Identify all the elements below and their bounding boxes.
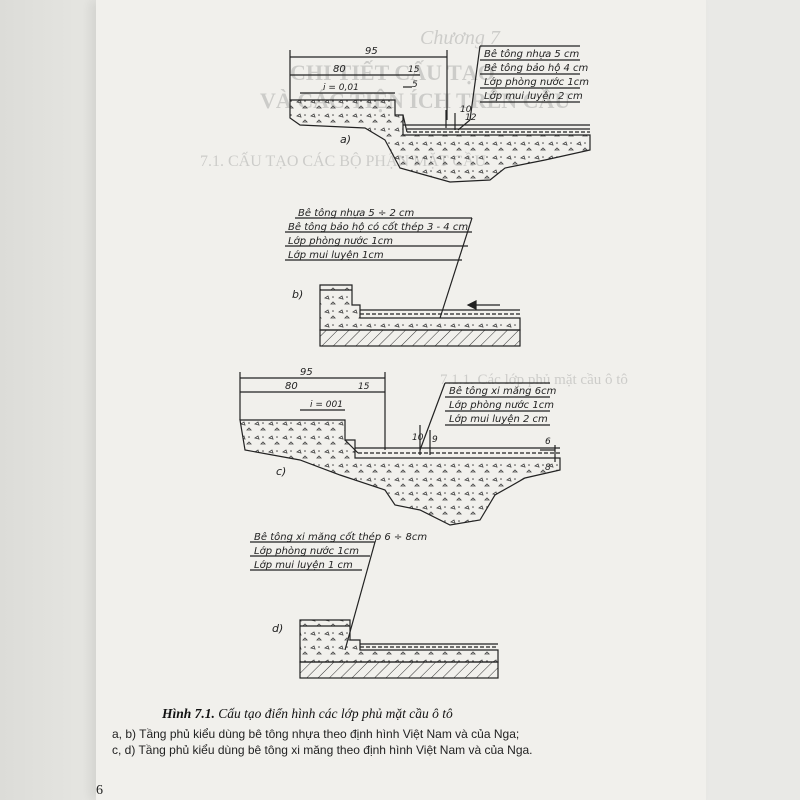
fig-c-dim-h2: 9 [432, 435, 438, 445]
figure-c [239, 372, 561, 526]
figure-a [289, 45, 591, 183]
caption-line-1: a, b) Tầng phủ kiểu dùng bê tông nhựa th… [112, 727, 520, 741]
fig-c-layer-3: Lớp mui luyện 2 cm [449, 413, 548, 425]
fig-a-slope: i = 0,01 [323, 83, 359, 93]
ghost-chapter: Chương 7 [420, 27, 501, 49]
caption-line-2: c, d) Tầng phủ kiểu dùng bê tông xi măng… [112, 743, 533, 757]
fig-c-dim-h1: 10 [412, 433, 424, 443]
fig-c-dim-gap: 15 [358, 382, 370, 392]
figure-a-labels: 95 80 i = 0,01 15 5 10 12 a) Bê tông nhự… [323, 46, 589, 146]
fig-a-layer-2: Bê tông bảo hộ 4 cm [484, 62, 589, 74]
figure-b-labels: Bê tông nhựa 5 ÷ 2 cm Bê tông bảo hộ có … [288, 207, 468, 301]
fig-a-dim-inner: 80 [333, 64, 346, 75]
page-number: 6 [96, 783, 103, 798]
caption-title-text: Cấu tạo điển hình các lớp phủ mặt cầu ô … [218, 706, 453, 721]
fig-b-layer-2: Bê tông bảo hộ có cốt thép 3 - 4 cm [288, 220, 468, 233]
ghost-section-2: 7.1.1. Các lớp phủ mặt cầu ô tô [440, 372, 628, 388]
fig-a-label: a) [340, 133, 351, 146]
fig-a-dim-h1: 10 [460, 105, 472, 115]
fig-b-layer-1: Bê tông nhựa 5 ÷ 2 cm [298, 207, 415, 219]
fig-a-layer-3: Lớp phòng nước 1cm [484, 76, 589, 88]
fig-c-dim-inner: 80 [285, 381, 298, 392]
fig-a-dim-gap: 15 [408, 65, 420, 75]
fig-a-dim-step: 5 [412, 80, 418, 90]
fig-c-dim-h4: 8 [545, 463, 551, 473]
figure-c-labels: 95 80 i = 001 15 10 9 6 8 c) Bê tông xi … [276, 367, 557, 478]
fig-c-label: c) [276, 465, 286, 478]
fig-c-dim-total: 95 [300, 367, 313, 378]
caption-number: Hình 7.1. [162, 706, 215, 721]
fig-b-layer-3: Lớp phòng nước 1cm [288, 235, 393, 247]
fig-d-layer-3: Lớp mui luyện 1 cm [254, 559, 353, 571]
fig-d-layer-2: Lớp phòng nước 1cm [254, 545, 359, 557]
fig-c-layer-2: Lớp phòng nước 1cm [449, 399, 554, 411]
fig-b-layer-4: Lớp mui luyện 1cm [288, 249, 384, 261]
figure-b [285, 217, 521, 347]
book-gutter [0, 0, 96, 800]
fig-a-layer-1: Bê tông nhựa 5 cm [484, 48, 579, 60]
fig-d-layer-1: Bê tông xi măng cốt thép 6 ÷ 8cm [254, 530, 427, 543]
fig-a-layer-4: Lớp mui luyện 2 cm [484, 90, 583, 102]
ghost-heading-1: CHI TIẾT CẤU TẠO [290, 60, 495, 85]
fig-d-label: d) [272, 622, 283, 635]
figure-d [250, 541, 499, 679]
figure-d-labels: Bê tông xi măng cốt thép 6 ÷ 8cm Lớp phò… [254, 530, 427, 635]
fig-a-dim-total: 95 [365, 46, 378, 57]
figure-caption-title: Hình 7.1. Cấu tạo điển hình các lớp phủ … [162, 706, 632, 722]
fig-a-dim-h2: 12 [465, 113, 477, 123]
fig-c-layer-1: Bê tông xi măng 6cm [449, 385, 557, 397]
fig-b-label: b) [292, 288, 303, 301]
fig-c-dim-h3: 6 [545, 437, 551, 447]
fig-c-slope: i = 001 [310, 400, 343, 410]
